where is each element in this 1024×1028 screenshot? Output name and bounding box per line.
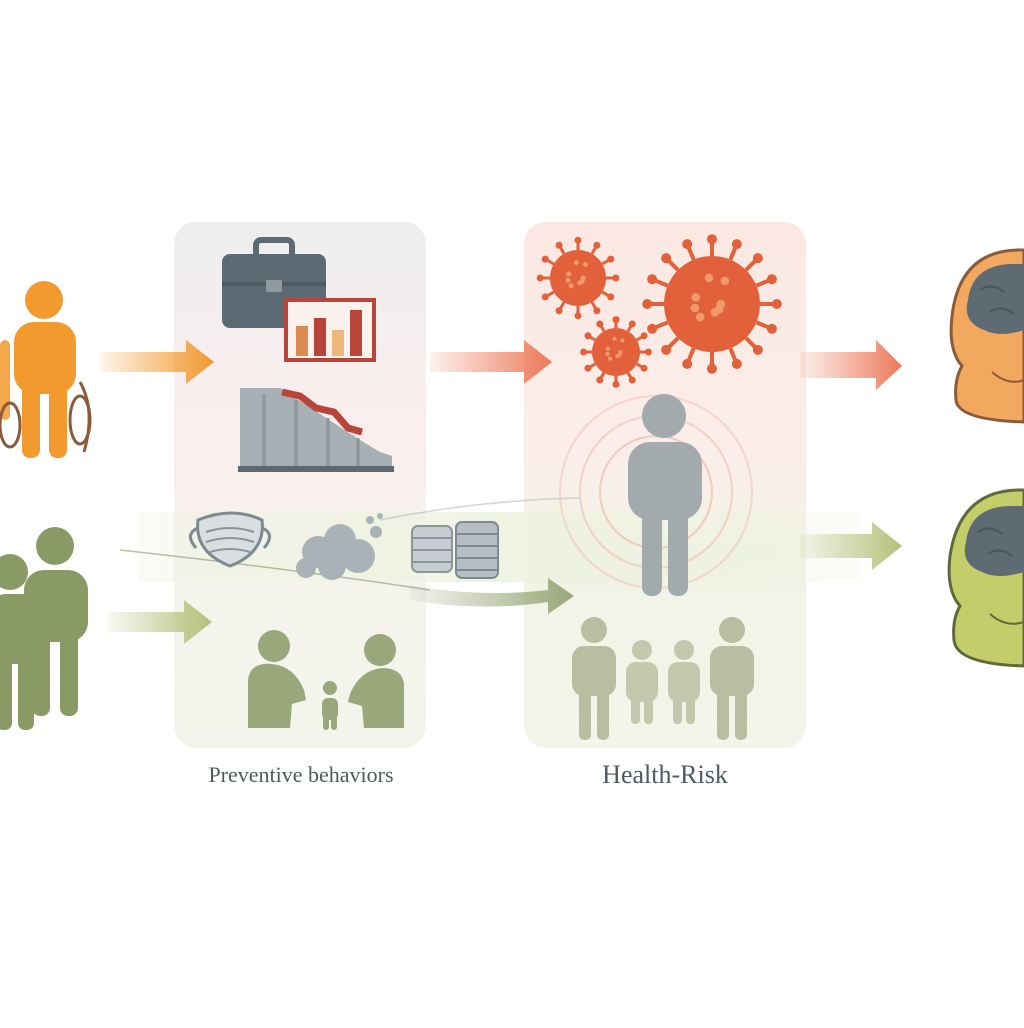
caption-preventive-behaviors: Preventive behaviors <box>208 762 394 787</box>
virus-particle <box>536 236 620 320</box>
people-icon <box>0 527 88 730</box>
arrow-green-left <box>108 600 212 644</box>
declining-chart-icon <box>238 388 394 472</box>
virus-icon <box>536 234 782 388</box>
arrow-green-curved <box>410 578 574 614</box>
at-risk-person-icon <box>559 394 753 596</box>
arrow-red-middle <box>430 340 552 384</box>
coins-icon <box>411 521 499 579</box>
arrow-orange <box>100 340 214 384</box>
connector-line-upper <box>379 497 581 521</box>
virus-particle <box>580 316 652 388</box>
face-mask-icon <box>189 511 271 568</box>
connector-line <box>119 549 431 591</box>
community-icon <box>572 617 754 740</box>
rubble-icon <box>296 513 383 580</box>
head-brain-icon-lower <box>947 488 1024 668</box>
arrow-green-right <box>800 522 902 570</box>
virus-particle <box>642 234 782 374</box>
bar-chart-icon <box>284 298 376 362</box>
family-icon <box>248 630 404 730</box>
person-icon <box>0 281 92 458</box>
caption-health-risk: Health-Risk <box>602 760 728 789</box>
arrow-red-right <box>800 340 902 390</box>
head-brain-icon <box>949 248 1024 424</box>
